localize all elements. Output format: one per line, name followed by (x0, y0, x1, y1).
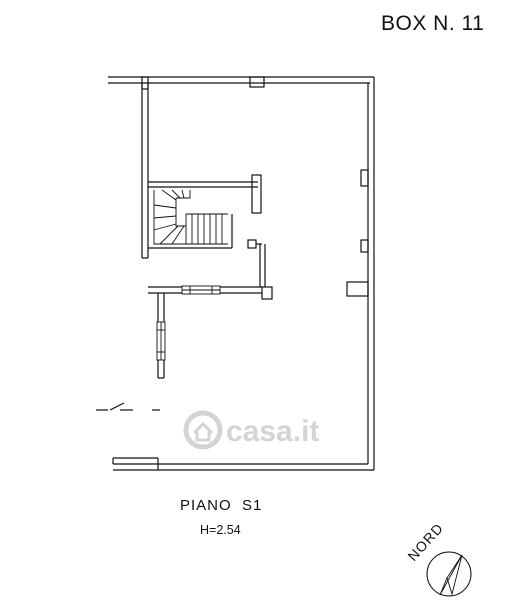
staircase (153, 189, 228, 245)
interior-partitions (148, 239, 273, 379)
north-arrow: NORD (404, 520, 472, 597)
wall-pillars (141, 76, 369, 297)
watermark-text: casa.it (226, 415, 319, 448)
watermark: casa.it (183, 410, 319, 450)
house-logo-icon (183, 410, 223, 450)
stair-enclosure (148, 174, 262, 249)
windows (156, 285, 221, 361)
box-number-title: BOX N. 11 (381, 12, 484, 35)
outer-walls (96, 76, 375, 471)
height-label: H=2.54 (200, 523, 241, 537)
north-label: NORD (404, 520, 446, 564)
floor-label: PIANO S1 (180, 497, 262, 514)
compass-needle-icon (439, 554, 463, 596)
